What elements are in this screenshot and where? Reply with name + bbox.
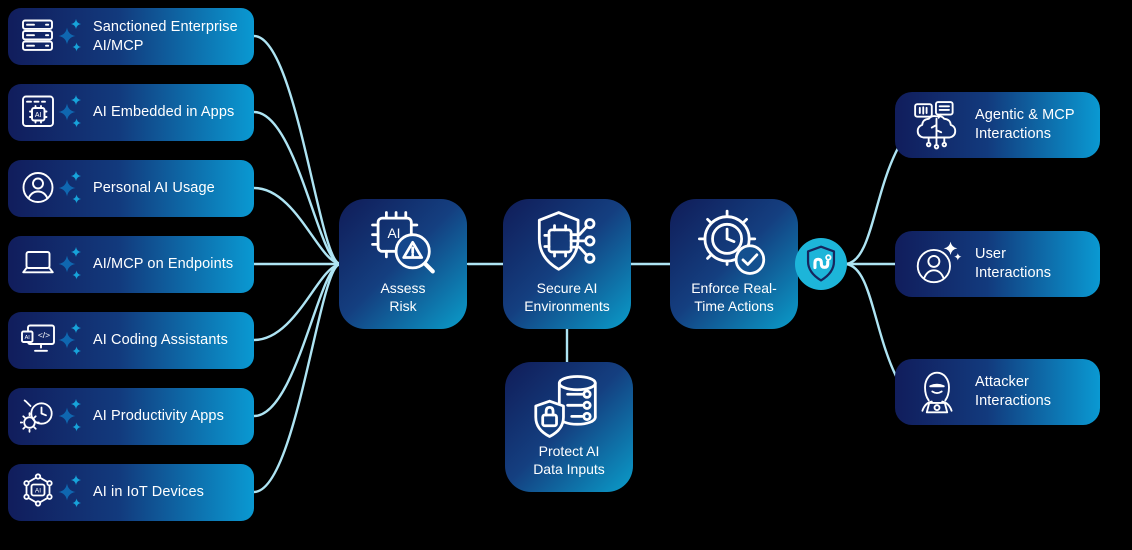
- sparkles-icon: [943, 241, 962, 261]
- destination-node-label: User Interactions: [975, 246, 1052, 281]
- destination-node-agentic-mcp: Agentic & MCP Interactions: [895, 92, 1100, 158]
- sparkles-icon: [58, 170, 81, 203]
- pipeline-node-secure-ai: Secure AI Environments: [503, 199, 631, 329]
- source-node-label: AI Embedded in Apps: [93, 104, 235, 121]
- connector-line: [844, 146, 900, 266]
- source-node-label: Personal AI Usage: [93, 180, 215, 197]
- sparkles-icon: [58, 246, 81, 279]
- gear-clock-check-icon: [698, 209, 766, 275]
- sparkles-icon: [58, 474, 81, 507]
- connector-line: [252, 34, 340, 265]
- svg-text:</>: </>: [38, 330, 50, 340]
- pipeline-node-label: Assess Risk: [380, 280, 426, 315]
- netskope-shield-logo-icon: [806, 245, 836, 282]
- source-node-sanctioned-enterprise: Sanctioned Enterprise AI/MCP: [8, 8, 254, 65]
- person-sparkle-icon: [916, 241, 962, 284]
- svg-text:AI: AI: [35, 487, 41, 494]
- hooded-attacker-laptop-icon: [921, 371, 953, 414]
- connector-line: [252, 110, 340, 265]
- source-node-label: Sanctioned Enterprise AI/MCP: [93, 18, 238, 54]
- pipeline-node-label: Secure AI Environments: [524, 280, 610, 315]
- sparkles-icon: [58, 322, 81, 355]
- destination-node-attacker: Attacker Interactions: [895, 359, 1100, 425]
- destination-node-label: Agentic & MCP Interactions: [975, 107, 1075, 142]
- connector-lines: [252, 34, 900, 494]
- sparkles-icon: [58, 18, 81, 51]
- pipeline-node-assess-risk: AI Assess Risk: [339, 199, 467, 329]
- server-stack-icon: [22, 18, 81, 51]
- source-node-label: AI Productivity Apps: [93, 408, 224, 425]
- svg-text:AI: AI: [25, 335, 31, 341]
- iot-hexagon-ai-chip-icon: AI: [23, 472, 81, 507]
- destination-node-label: Attacker Interactions: [975, 374, 1052, 409]
- connector-line: [252, 263, 340, 342]
- source-node-personal-ai: Personal AI Usage: [8, 160, 254, 217]
- source-node-label: AI in IoT Devices: [93, 484, 205, 501]
- pipeline-node-protect-data: Protect AI Data Inputs: [505, 362, 633, 492]
- sparkles-icon: [58, 94, 81, 127]
- shield-chip-circuit-icon: [537, 211, 596, 271]
- source-node-label: AI Coding Assistants: [93, 332, 228, 349]
- ai-chip-magnifier-warning-icon: AI: [371, 211, 435, 274]
- person-circle-icon: [22, 170, 81, 203]
- pipeline-node-label: Enforce Real- Time Actions: [691, 280, 777, 315]
- laptop-icon: [22, 246, 81, 279]
- connector-line: [252, 263, 340, 418]
- database-shield-lock-icon: [534, 375, 597, 438]
- sparkles-icon: [58, 398, 81, 431]
- source-node-ai-iot: AI AI in IoT Devices: [8, 464, 254, 521]
- clock-gear-icon: [20, 398, 81, 433]
- connector-line: [844, 262, 900, 382]
- svg-text:AI: AI: [35, 111, 42, 118]
- source-node-ai-coding: </> AI AI Coding Assistants: [8, 312, 254, 369]
- chat-windows-cloud-circuit-icon: [914, 101, 957, 150]
- source-node-ai-embedded-apps: AI AI Embedded in Apps: [8, 84, 254, 141]
- svg-text:AI: AI: [387, 225, 400, 241]
- connector-line: [252, 263, 340, 494]
- app-window-ai-chip-icon: AI: [22, 94, 81, 127]
- pipeline-node-enforce-actions: Enforce Real- Time Actions: [670, 199, 798, 329]
- destination-node-user: User Interactions: [895, 231, 1100, 297]
- pipeline-node-label: Protect AI Data Inputs: [533, 443, 605, 478]
- code-monitor-ai-chip-icon: </> AI: [21, 322, 81, 355]
- source-node-ai-productivity: AI Productivity Apps: [8, 388, 254, 445]
- source-node-ai-endpoints: AI/MCP on Endpoints: [8, 236, 254, 293]
- netskope-badge: [795, 238, 847, 290]
- source-node-label: AI/MCP on Endpoints: [93, 256, 234, 273]
- connector-line: [252, 186, 340, 265]
